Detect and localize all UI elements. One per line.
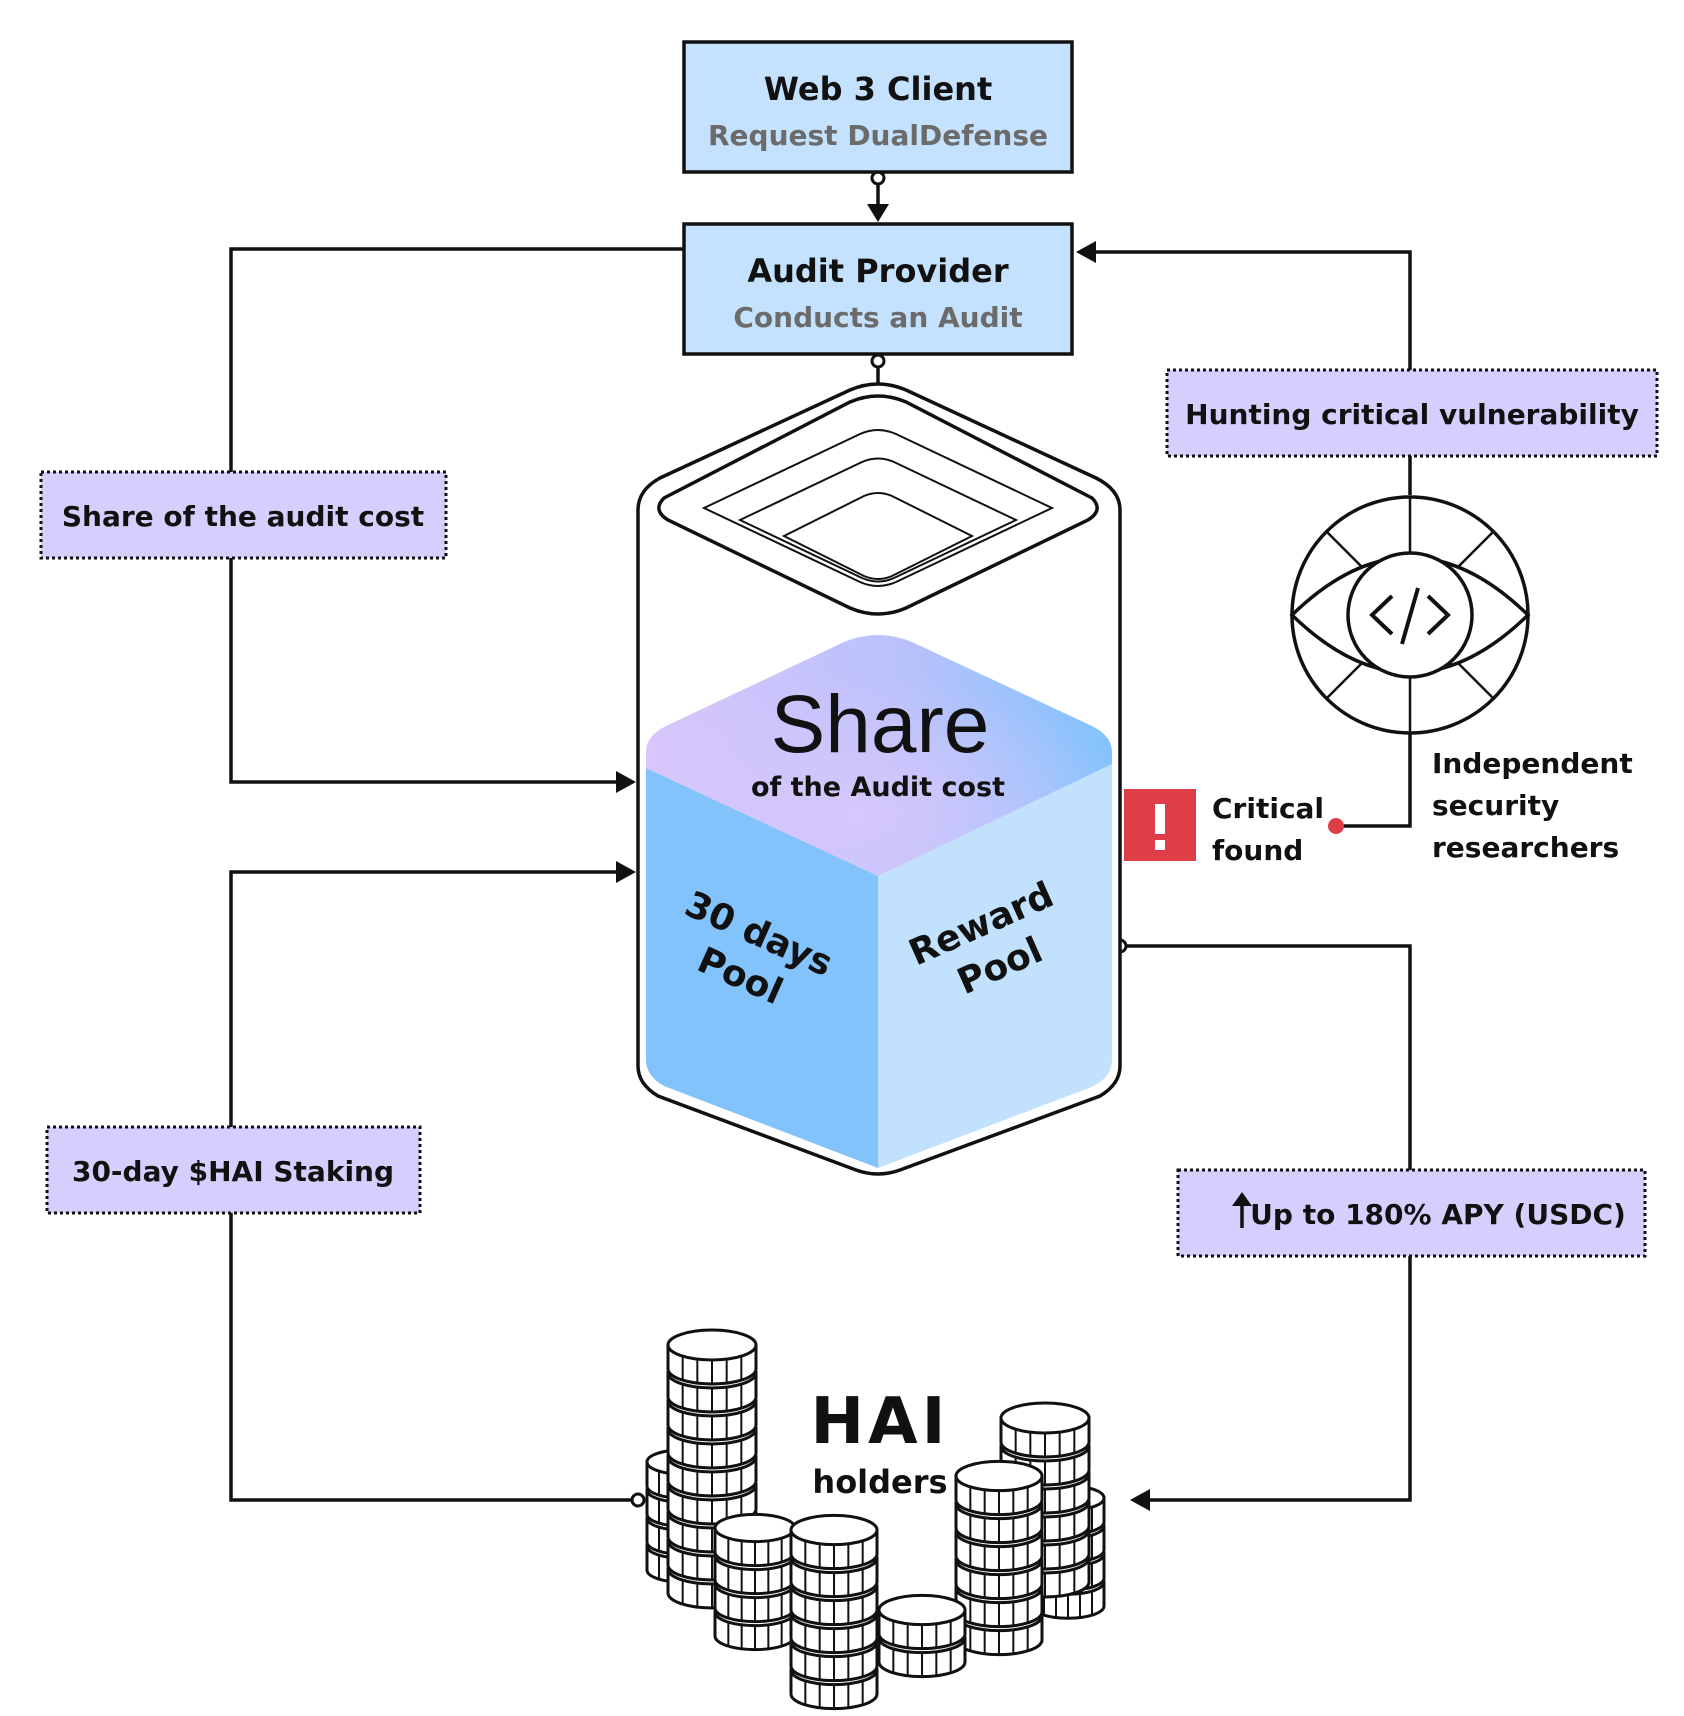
- researchers-line-2: security: [1432, 789, 1559, 822]
- vault-rim: [657, 394, 1099, 616]
- audit-cost-arrowhead: [616, 771, 636, 793]
- exclamation-bar: [1155, 804, 1165, 834]
- critical-line-2: found: [1212, 834, 1303, 867]
- coin-face: [789, 1513, 879, 1547]
- hai-holders: HAI holders: [645, 1328, 1106, 1711]
- audit-provider-subtitle: Conducts an Audit: [733, 301, 1022, 334]
- staking-arrowhead: [616, 861, 636, 883]
- hai-logo: HAI: [811, 1385, 950, 1459]
- critical-line: [1336, 734, 1412, 828]
- coin-stack: [877, 1593, 967, 1679]
- audit-provider-node[interactable]: Audit Provider Conducts an Audit: [682, 222, 1074, 356]
- client-port: [870, 170, 886, 186]
- vault-ring-2: [737, 457, 1019, 583]
- tag-share-of-audit-cost-text: Share of the audit cost: [62, 500, 424, 533]
- cube-left-face: [646, 768, 878, 1168]
- web3-client-node[interactable]: Web 3 Client Request DualDefense: [682, 40, 1074, 174]
- coin-face: [954, 1459, 1044, 1493]
- tag-share-of-audit-cost[interactable]: Share of the audit cost: [39, 470, 448, 560]
- critical-found: Critical found: [1124, 789, 1324, 867]
- coin-stacks-icon: [645, 1328, 1106, 1711]
- critical-dot: [1328, 818, 1344, 834]
- cube-top-glow: [646, 635, 1112, 876]
- eye-code-icon: [1289, 495, 1531, 735]
- reward-arrowhead: [1130, 1489, 1150, 1511]
- tag-hunting[interactable]: Hunting critical vulnerability: [1165, 368, 1659, 458]
- web3-client-subtitle: Request DualDefense: [708, 119, 1048, 152]
- coin-face: [999, 1401, 1091, 1435]
- coin-stack: [713, 1512, 797, 1652]
- vault: Share of the Audit cost 30 days Pool Rew…: [636, 382, 1122, 1176]
- coin-stack: [666, 1328, 758, 1610]
- client-to-provider-arrowhead: [867, 204, 889, 222]
- cube-right-face: [878, 764, 1112, 1168]
- researchers-line-1: Independent: [1432, 747, 1633, 780]
- coin-face: [713, 1512, 797, 1544]
- tag-staking-text: 30-day $HAI Staking: [72, 1155, 394, 1188]
- audit-provider-title: Audit Provider: [747, 252, 1009, 290]
- coin-face: [877, 1593, 967, 1627]
- researchers-label: Independent security researchers: [1432, 747, 1633, 864]
- coin-stack: [789, 1513, 879, 1711]
- tag-apy-text: Up to 180% APY (USDC): [1250, 1198, 1626, 1231]
- holders-label: holders: [812, 1463, 947, 1501]
- provider-port: [870, 353, 886, 369]
- holders-port: [630, 1492, 646, 1508]
- tag-hunting-text: Hunting critical vulnerability: [1185, 398, 1639, 431]
- hunting-arrowhead: [1076, 241, 1096, 263]
- web3-client-title: Web 3 Client: [764, 70, 993, 108]
- tag-apy[interactable]: Up to 180% APY (USDC): [1176, 1168, 1647, 1258]
- researchers-line-3: researchers: [1432, 831, 1619, 864]
- exclamation-dot: [1155, 840, 1165, 850]
- vault-ring-1: [701, 429, 1055, 587]
- vault-ring-3: [781, 492, 975, 580]
- critical-line-1: Critical: [1212, 792, 1324, 825]
- coin-face: [666, 1328, 758, 1362]
- arrow-up-icon: [1232, 1192, 1252, 1228]
- coin-stack: [954, 1459, 1044, 1657]
- tag-staking[interactable]: 30-day $HAI Staking: [45, 1125, 422, 1215]
- vault-headline: Share: [771, 679, 990, 770]
- vault-subline: of the Audit cost: [751, 772, 1005, 803]
